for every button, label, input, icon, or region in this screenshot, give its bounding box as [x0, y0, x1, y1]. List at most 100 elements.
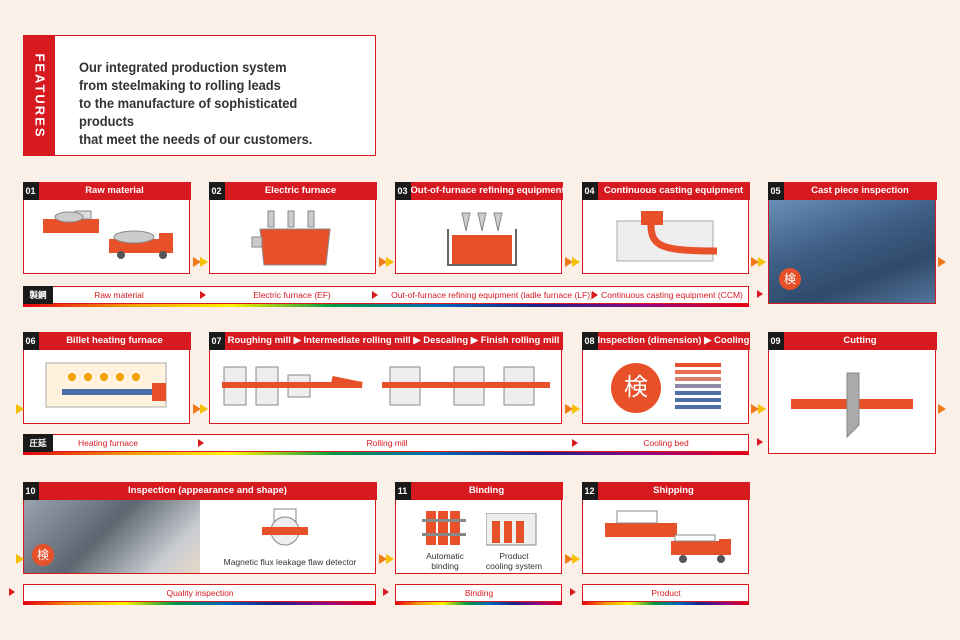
step-title: Electric furnace — [264, 184, 337, 196]
step-header: 06 Billet heating furnace — [22, 331, 191, 350]
step-number: 10 — [22, 481, 39, 500]
flow-arrow — [751, 404, 759, 414]
band-arrow — [200, 291, 206, 299]
band-quality-inspection: Quality inspection — [23, 584, 376, 605]
flow-arrow — [379, 257, 387, 267]
flow-arrow — [751, 257, 759, 267]
band-arrow — [592, 291, 598, 299]
cutting-saw-icon — [791, 372, 913, 439]
step-card-cutting: 09 Cutting — [767, 331, 937, 454]
step-header: 12 Shipping — [581, 481, 750, 500]
band-tag: 製鋼 — [23, 286, 53, 304]
step-number: 05 — [767, 181, 784, 200]
continuous-caster-icon — [616, 211, 718, 262]
step-title: Out-of-furnace refining equipment — [410, 184, 563, 196]
step-number: 06 — [22, 331, 39, 350]
flow-arrow — [757, 438, 763, 446]
inspection-kanji-icon: 検 — [611, 363, 661, 413]
step-number: 07 — [208, 331, 225, 350]
step-title: Shipping — [653, 484, 694, 496]
step-header: 09 Cutting — [767, 331, 937, 350]
band-label: Cooling bed — [643, 438, 689, 448]
flow-arrow — [200, 404, 208, 414]
flow-arrow — [565, 404, 573, 414]
band-label: Product — [651, 588, 681, 598]
step-card-electric-furnace: 02 Electric furnace — [208, 181, 377, 274]
cooling-system-icon — [486, 513, 537, 546]
inspection-photo: 検 — [24, 500, 200, 573]
band-arrow — [372, 291, 378, 299]
caption-line: Automatic — [426, 551, 464, 561]
step-title: Continuous casting equipment — [603, 184, 744, 196]
band-label: Raw material — [94, 290, 144, 300]
flow-arrow — [757, 290, 763, 298]
features-line: that meet the needs of our customers. — [79, 131, 313, 147]
step-title: Inspection (appearance and shape) — [128, 484, 287, 496]
step-title: Billet heating furnace — [66, 334, 163, 346]
step-number: 09 — [767, 331, 784, 350]
flow-arrow — [572, 554, 580, 564]
flow-arrow — [758, 257, 766, 267]
electric-furnace-icon — [251, 210, 331, 266]
flow-arrow — [16, 554, 24, 564]
band-label: Electric furnace (EF) — [253, 290, 331, 300]
heating-furnace-icon — [45, 362, 167, 408]
inspection-badge: 検 — [779, 268, 801, 290]
flow-arrow — [386, 554, 394, 564]
step-number: 02 — [208, 181, 225, 200]
flow-arrow — [386, 257, 394, 267]
flow-arrow — [9, 588, 15, 596]
cast-pieces-photo: 検 — [769, 200, 935, 303]
flow-arrow — [16, 404, 24, 414]
cooling-bed-icon — [675, 363, 721, 409]
flow-arrow — [758, 404, 766, 414]
step-title: Inspection (dimension) ▶ Cooling bed — [597, 334, 750, 346]
step-title: Cutting — [843, 334, 877, 346]
step-number: 12 — [581, 481, 598, 500]
flaw-detector-icon — [262, 508, 308, 546]
step-title: Raw material — [85, 184, 144, 196]
band-label: Rolling mill — [366, 438, 408, 448]
caption-line: binding — [431, 561, 459, 571]
flow-arrow — [565, 554, 573, 564]
step-number: 08 — [581, 331, 598, 350]
flow-arrow — [572, 257, 580, 267]
band-binding: Binding — [395, 584, 562, 605]
caption-line: cooling system — [485, 561, 543, 571]
features-tab-label: FEATURES — [32, 52, 47, 139]
flow-arrow — [572, 404, 580, 414]
flow-arrow — [193, 257, 201, 267]
flow-arrow — [570, 588, 576, 596]
ship-and-truck-icon — [605, 510, 731, 563]
band-steelmaking: 製鋼 Raw material Electric furnace (EF) Ou… — [23, 286, 749, 307]
band-rolling: 圧延 Heating furnace Rolling mill Cooling … — [23, 434, 749, 455]
features-box: FEATURES Our integrated production syste… — [23, 35, 376, 156]
ship-and-truck-icon — [43, 210, 173, 259]
step-card-shipping: 12 Shipping — [581, 481, 750, 574]
band-label: Out-of-furnace refining equipment (ladle… — [391, 290, 593, 300]
caption-line: Product — [499, 551, 529, 561]
band-label: Binding — [464, 588, 494, 598]
step-number: 11 — [394, 481, 411, 500]
flow-arrow — [383, 588, 389, 596]
ladle-furnace-icon — [447, 212, 517, 266]
step-header: 02 Electric furnace — [208, 181, 377, 200]
flow-arrow — [938, 257, 946, 267]
features-line: from steelmaking to rolling leads — [79, 77, 281, 93]
flow-arrow — [193, 404, 201, 414]
features-line: Our integrated production system — [79, 59, 287, 75]
